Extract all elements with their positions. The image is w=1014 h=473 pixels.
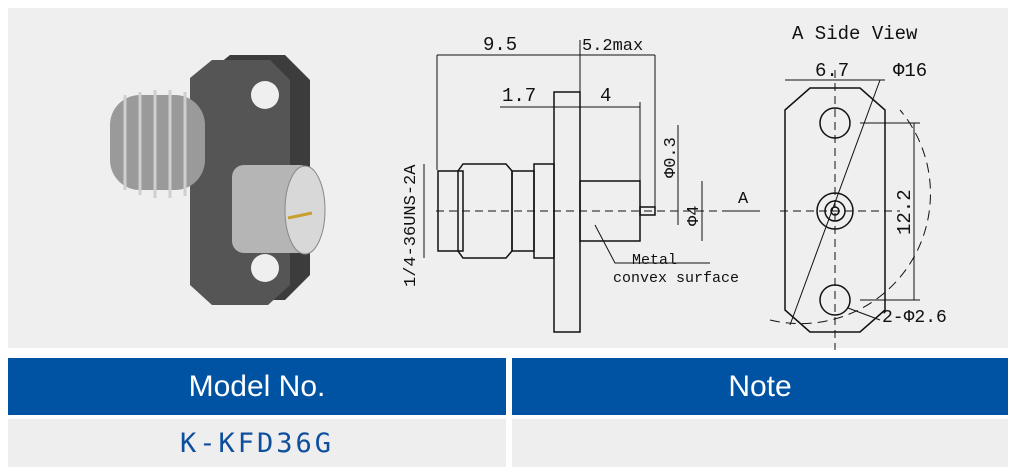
header-note: Note <box>512 358 1008 415</box>
thread-spec: 1/4-36UNS-2A <box>402 164 421 287</box>
dim-length: 9.5 <box>483 34 517 56</box>
dim-hole-spacing-h: 6.7 <box>815 60 849 82</box>
dim-max: 5.2max <box>582 37 643 56</box>
product-drawing-panel: 9.5 5.2max 1.7 4 Φ0.3 Φ4 1/4-36UNS-2A A … <box>8 8 1008 350</box>
side-view-label: A Side View <box>792 23 918 45</box>
dim-holes: 2-Φ2.6 <box>882 308 947 328</box>
end-view <box>769 70 931 350</box>
dim-flange-offset: 1.7 <box>502 85 536 107</box>
cell-note <box>512 419 1008 467</box>
cell-model-no: K-KFD36G <box>8 419 506 467</box>
dim-pin-diameter: Φ0.3 <box>662 137 681 178</box>
callout-metal: Metal <box>632 252 677 269</box>
section-view <box>423 40 760 333</box>
dim-hole-spacing-v: 12.2 <box>894 189 916 235</box>
connector-photo <box>110 55 326 305</box>
header-model-no: Model No. <box>8 358 506 415</box>
technical-drawing: 9.5 5.2max 1.7 4 Φ0.3 Φ4 1/4-36UNS-2A A … <box>110 23 947 350</box>
view-arrow-label: A <box>738 190 749 209</box>
callout-convex-surface: convex surface <box>613 270 739 287</box>
dim-pin-length: 4 <box>600 85 611 107</box>
dim-body-diameter: Φ4 <box>685 206 704 226</box>
dim-circle: Φ16 <box>893 60 927 82</box>
